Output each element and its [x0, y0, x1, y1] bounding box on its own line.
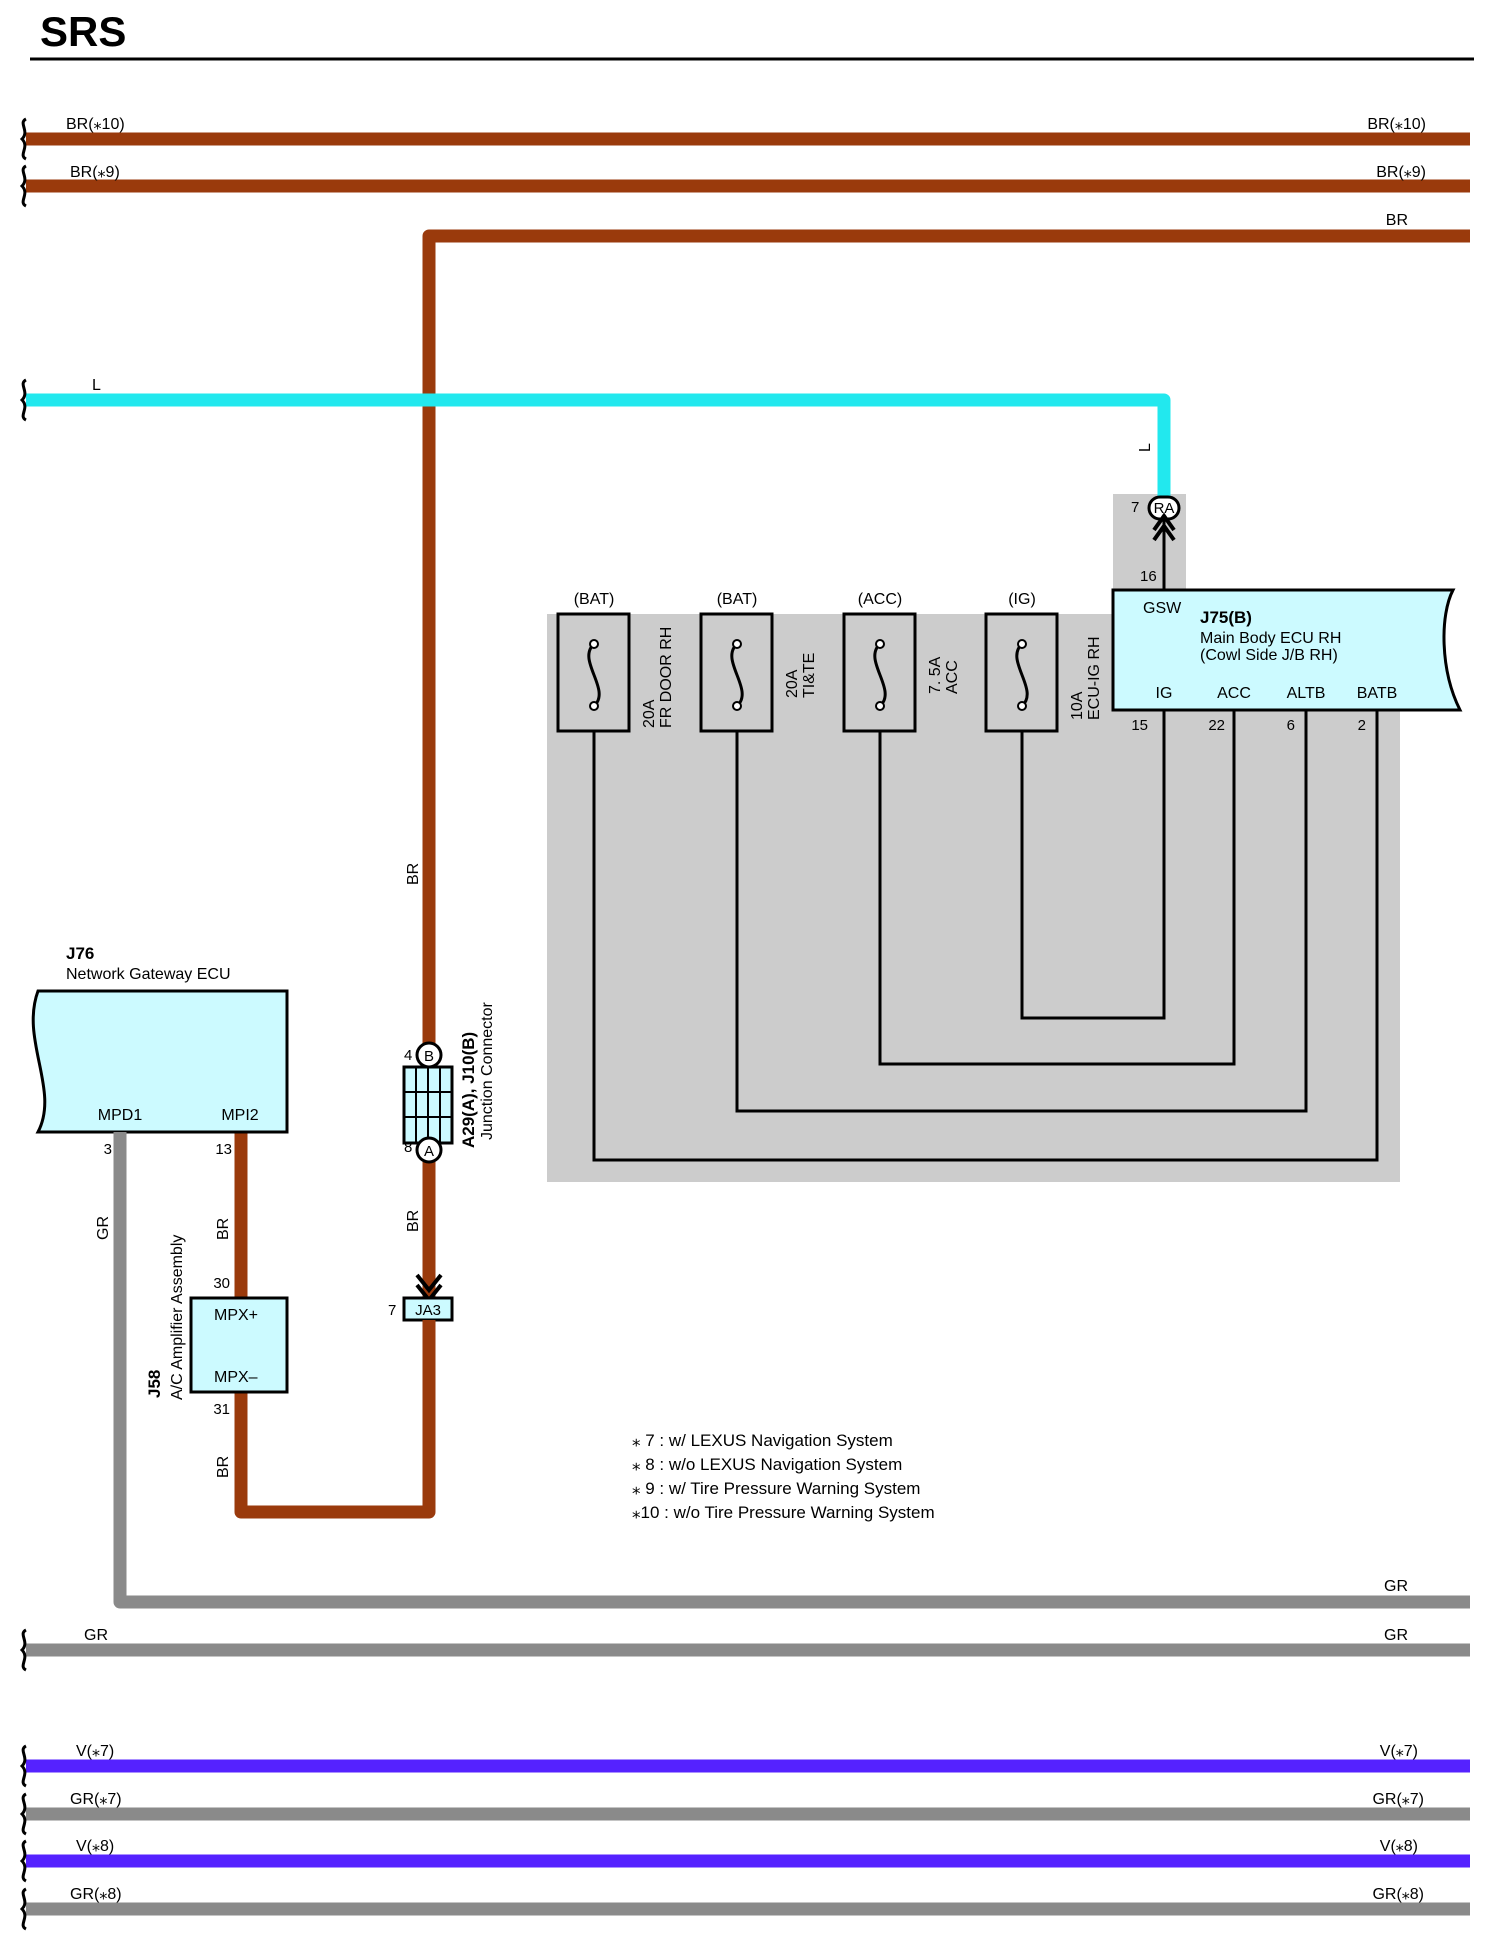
j75-name-line1: Main Body ECU RH	[1200, 630, 1341, 647]
wire-label-br9-right: BR(⁎9)	[1376, 164, 1426, 181]
j75-pin-acc-num: 22	[1208, 717, 1225, 734]
fuse-4-amp: 10A	[1069, 691, 1086, 720]
wire-label-br-lower: BR	[405, 1210, 422, 1232]
fuse-1-name: FR DOOR RH	[658, 627, 675, 728]
wire-br-j58-ja3	[234, 1320, 436, 1519]
j58-mpx-plus: MPX+	[214, 1307, 258, 1324]
j75-pin-batb: BATB	[1357, 685, 1398, 702]
j75-name-line2: (Cowl Side J/B RH)	[1200, 647, 1338, 664]
wire-label-br-right: BR	[1386, 212, 1408, 229]
wire-gr-j76	[113, 1132, 1470, 1609]
note-line: ⁎10 : w/o Tire Pressure Warning System	[632, 1503, 935, 1522]
j58-code: J58	[145, 1370, 164, 1398]
wire-label-br-j58: BR	[215, 1456, 232, 1478]
j58-box	[189, 1296, 289, 1394]
fuse-4-source: (IG)	[1008, 591, 1036, 608]
fuse-1-amp: 20A	[641, 699, 658, 728]
fuse-2-source: (BAT)	[717, 591, 758, 608]
junction-pin-b-label: B	[424, 1048, 434, 1065]
note-line: ⁎ 9 : w/ Tire Pressure Warning System	[632, 1479, 920, 1498]
junction-pin-a-label: A	[424, 1143, 434, 1160]
note-line: ⁎ 8 : w/o LEXUS Navigation System	[632, 1455, 902, 1474]
connector-ra-pin: 7	[1131, 499, 1139, 516]
wire-label-br10-right: BR(⁎10)	[1367, 116, 1426, 133]
wire-label-br10-left: BR(⁎10)	[66, 116, 125, 133]
fuse-2-name: TI&TE	[801, 653, 818, 698]
wire-label-br-j76: BR	[215, 1218, 232, 1240]
fuse-1-source: (BAT)	[574, 591, 615, 608]
j75-gsw-label: GSW	[1143, 600, 1182, 617]
j76-code: J76	[66, 944, 94, 963]
wire-br-main	[422, 229, 1470, 1048]
fuse-fr-door-rh	[556, 612, 631, 733]
j76-pin-mpd1-num: 3	[104, 1141, 112, 1158]
wire-label-v7-right: V(⁎7)	[1380, 1743, 1418, 1760]
j58-pin-minus: 31	[213, 1401, 230, 1418]
j76-name: Network Gateway ECU	[66, 966, 231, 983]
wire-label-l-left: L	[92, 377, 101, 394]
wire-altb-fuse	[735, 708, 1308, 1113]
j75-code: J75(B)	[1200, 608, 1252, 627]
wire-label-gr8-right: GR(⁎8)	[1372, 1886, 1424, 1903]
j76-pin-mpd1: MPD1	[98, 1107, 143, 1124]
wire-label-gr-left2: GR	[84, 1627, 108, 1644]
wire-label-gr-right1: GR	[1384, 1578, 1408, 1595]
wire-break-icon	[19, 117, 27, 1931]
wire-label-br-mid: BR	[405, 863, 422, 885]
fuse-acc	[842, 612, 917, 733]
wire-acc-fuse	[878, 708, 1236, 1066]
j75-ecu-box	[1111, 588, 1463, 712]
wire-label-br9-left: BR(⁎9)	[70, 164, 120, 181]
wire-label-gr8-left: GR(⁎8)	[70, 1886, 122, 1903]
j58-name: A/C Amplifier Assembly	[169, 1235, 186, 1400]
j75-pin-altb: ALTB	[1287, 685, 1326, 702]
j76-pin-mpi2: MPI2	[221, 1107, 258, 1124]
junction-connector-body	[402, 1065, 454, 1145]
j75-pin-altb-num: 6	[1287, 717, 1295, 734]
fuse-3-amp: 7. 5A	[927, 656, 944, 694]
j76-pin-mpi2-num: 13	[215, 1141, 232, 1158]
junction-pin-a-num: 8	[404, 1139, 412, 1156]
wire-label-l-vertical: L	[1137, 443, 1154, 452]
junction-pin-b-num: 4	[404, 1047, 412, 1064]
junction-name: Junction Connector	[479, 1001, 496, 1140]
page-title: SRS	[40, 8, 126, 55]
wire-ig-fuse	[1020, 708, 1166, 1020]
connector-ja3-code: JA3	[415, 1302, 441, 1319]
wire-label-gr7-left: GR(⁎7)	[70, 1791, 122, 1808]
note-line: ⁎ 7 : w/ LEXUS Navigation System	[632, 1431, 893, 1450]
wire-label-gr-right2: GR	[1384, 1627, 1408, 1644]
arrow-up-icon	[1152, 522, 1176, 542]
connector-ra-code: RA	[1154, 500, 1175, 517]
j75-pin-batb-num: 2	[1358, 717, 1366, 734]
fuse-4-name: ECU-IG RH	[1086, 636, 1103, 720]
fuse-2-amp: 20A	[784, 669, 801, 698]
wire-label-v7-left: V(⁎7)	[76, 1743, 114, 1760]
wire-label-gr7-right: GR(⁎7)	[1372, 1791, 1424, 1808]
wire-batb-fuse	[592, 708, 1379, 1162]
connector-ja3-pin: 7	[388, 1302, 396, 1319]
j75-gsw-pin: 16	[1140, 568, 1157, 585]
fuse-ecu-ig-rh	[984, 612, 1059, 733]
j75-pin-ig: IG	[1156, 685, 1173, 702]
j75-pin-acc: ACC	[1217, 685, 1251, 702]
j58-mpx-minus: MPX–	[214, 1369, 258, 1386]
fuse-3-name: ACC	[944, 660, 961, 694]
wire-label-gr-j76: GR	[95, 1216, 112, 1240]
arrow-up-icon	[1152, 512, 1176, 532]
wire-label-v8-left: V(⁎8)	[76, 1838, 114, 1855]
fuse-3-source: (ACC)	[858, 591, 902, 608]
j76-ecu-box	[31, 989, 289, 1134]
fuse-ti-te	[699, 612, 774, 733]
wire-l	[26, 393, 1171, 497]
j75-pin-ig-num: 15	[1131, 717, 1148, 734]
wire-label-v8-right: V(⁎8)	[1380, 1838, 1418, 1855]
arrow-down-icon	[415, 1273, 443, 1294]
junction-code: A29(A), J10(B)	[459, 1032, 478, 1148]
j58-pin-plus: 30	[213, 1275, 230, 1292]
junction-pin-a	[415, 1136, 443, 1164]
